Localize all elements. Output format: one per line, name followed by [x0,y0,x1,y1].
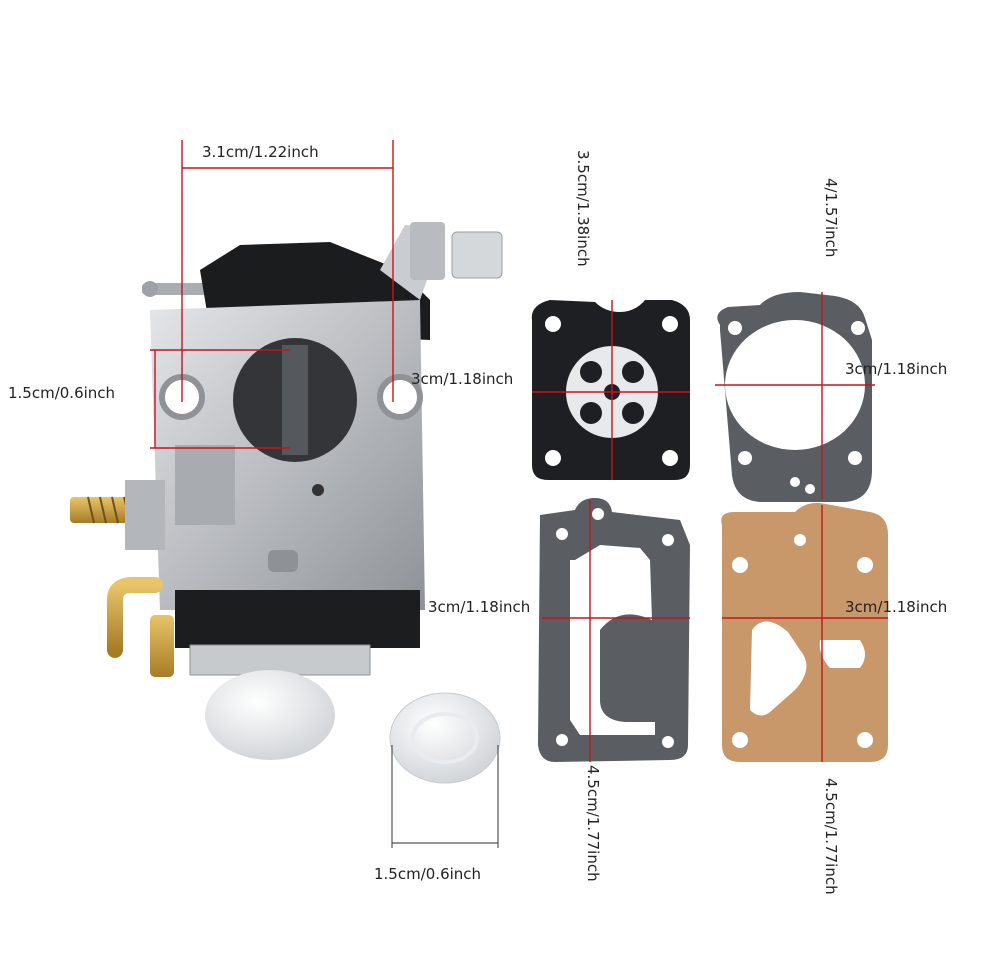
label-gasket1-width: 3cm/1.18inch [845,360,947,378]
label-primer-bulb-width: 1.5cm/0.6inch [374,865,481,883]
mount-hole-right [377,374,423,420]
pump-diaphragm [531,300,690,480]
fuel-return-pipe [150,615,174,677]
adjust-nut [410,222,445,280]
label-gasket1-height: 4/1.57inch [822,178,840,257]
label-carb-height: 3cm/1.18inch [411,370,513,388]
label-carb-width: 3.1cm/1.22inch [202,143,319,161]
gasket-bottom-right-kraft [721,502,888,762]
label-gasket3-width: 3cm/1.18inch [845,598,947,616]
fuel-inlet-pipe [107,577,163,658]
spare-primer-bulb [389,692,501,784]
pump-diaphragm-layer [175,590,420,648]
throttle-shaft [142,283,212,295]
label-gasket2-width: 3cm/1.18inch [428,598,530,616]
gasket-bottom-left [538,498,690,762]
label-gasket3-height: 4.5cm/1.77inch [822,778,840,895]
gasket-top-right [717,292,872,502]
carburetor [70,222,503,760]
mounted-primer-bulb [205,670,335,760]
label-diaphragm-height: 3.5cm/1.38inch [574,150,592,267]
dimension-lines [150,140,888,848]
label-gasket2-height: 4.5cm/1.77inch [584,765,602,882]
label-carb-hole-spacing: 1.5cm/0.6inch [8,384,115,402]
dimension-labels: 3.1cm/1.22inch 1.5cm/0.6inch 3cm/1.18inc… [8,143,947,895]
